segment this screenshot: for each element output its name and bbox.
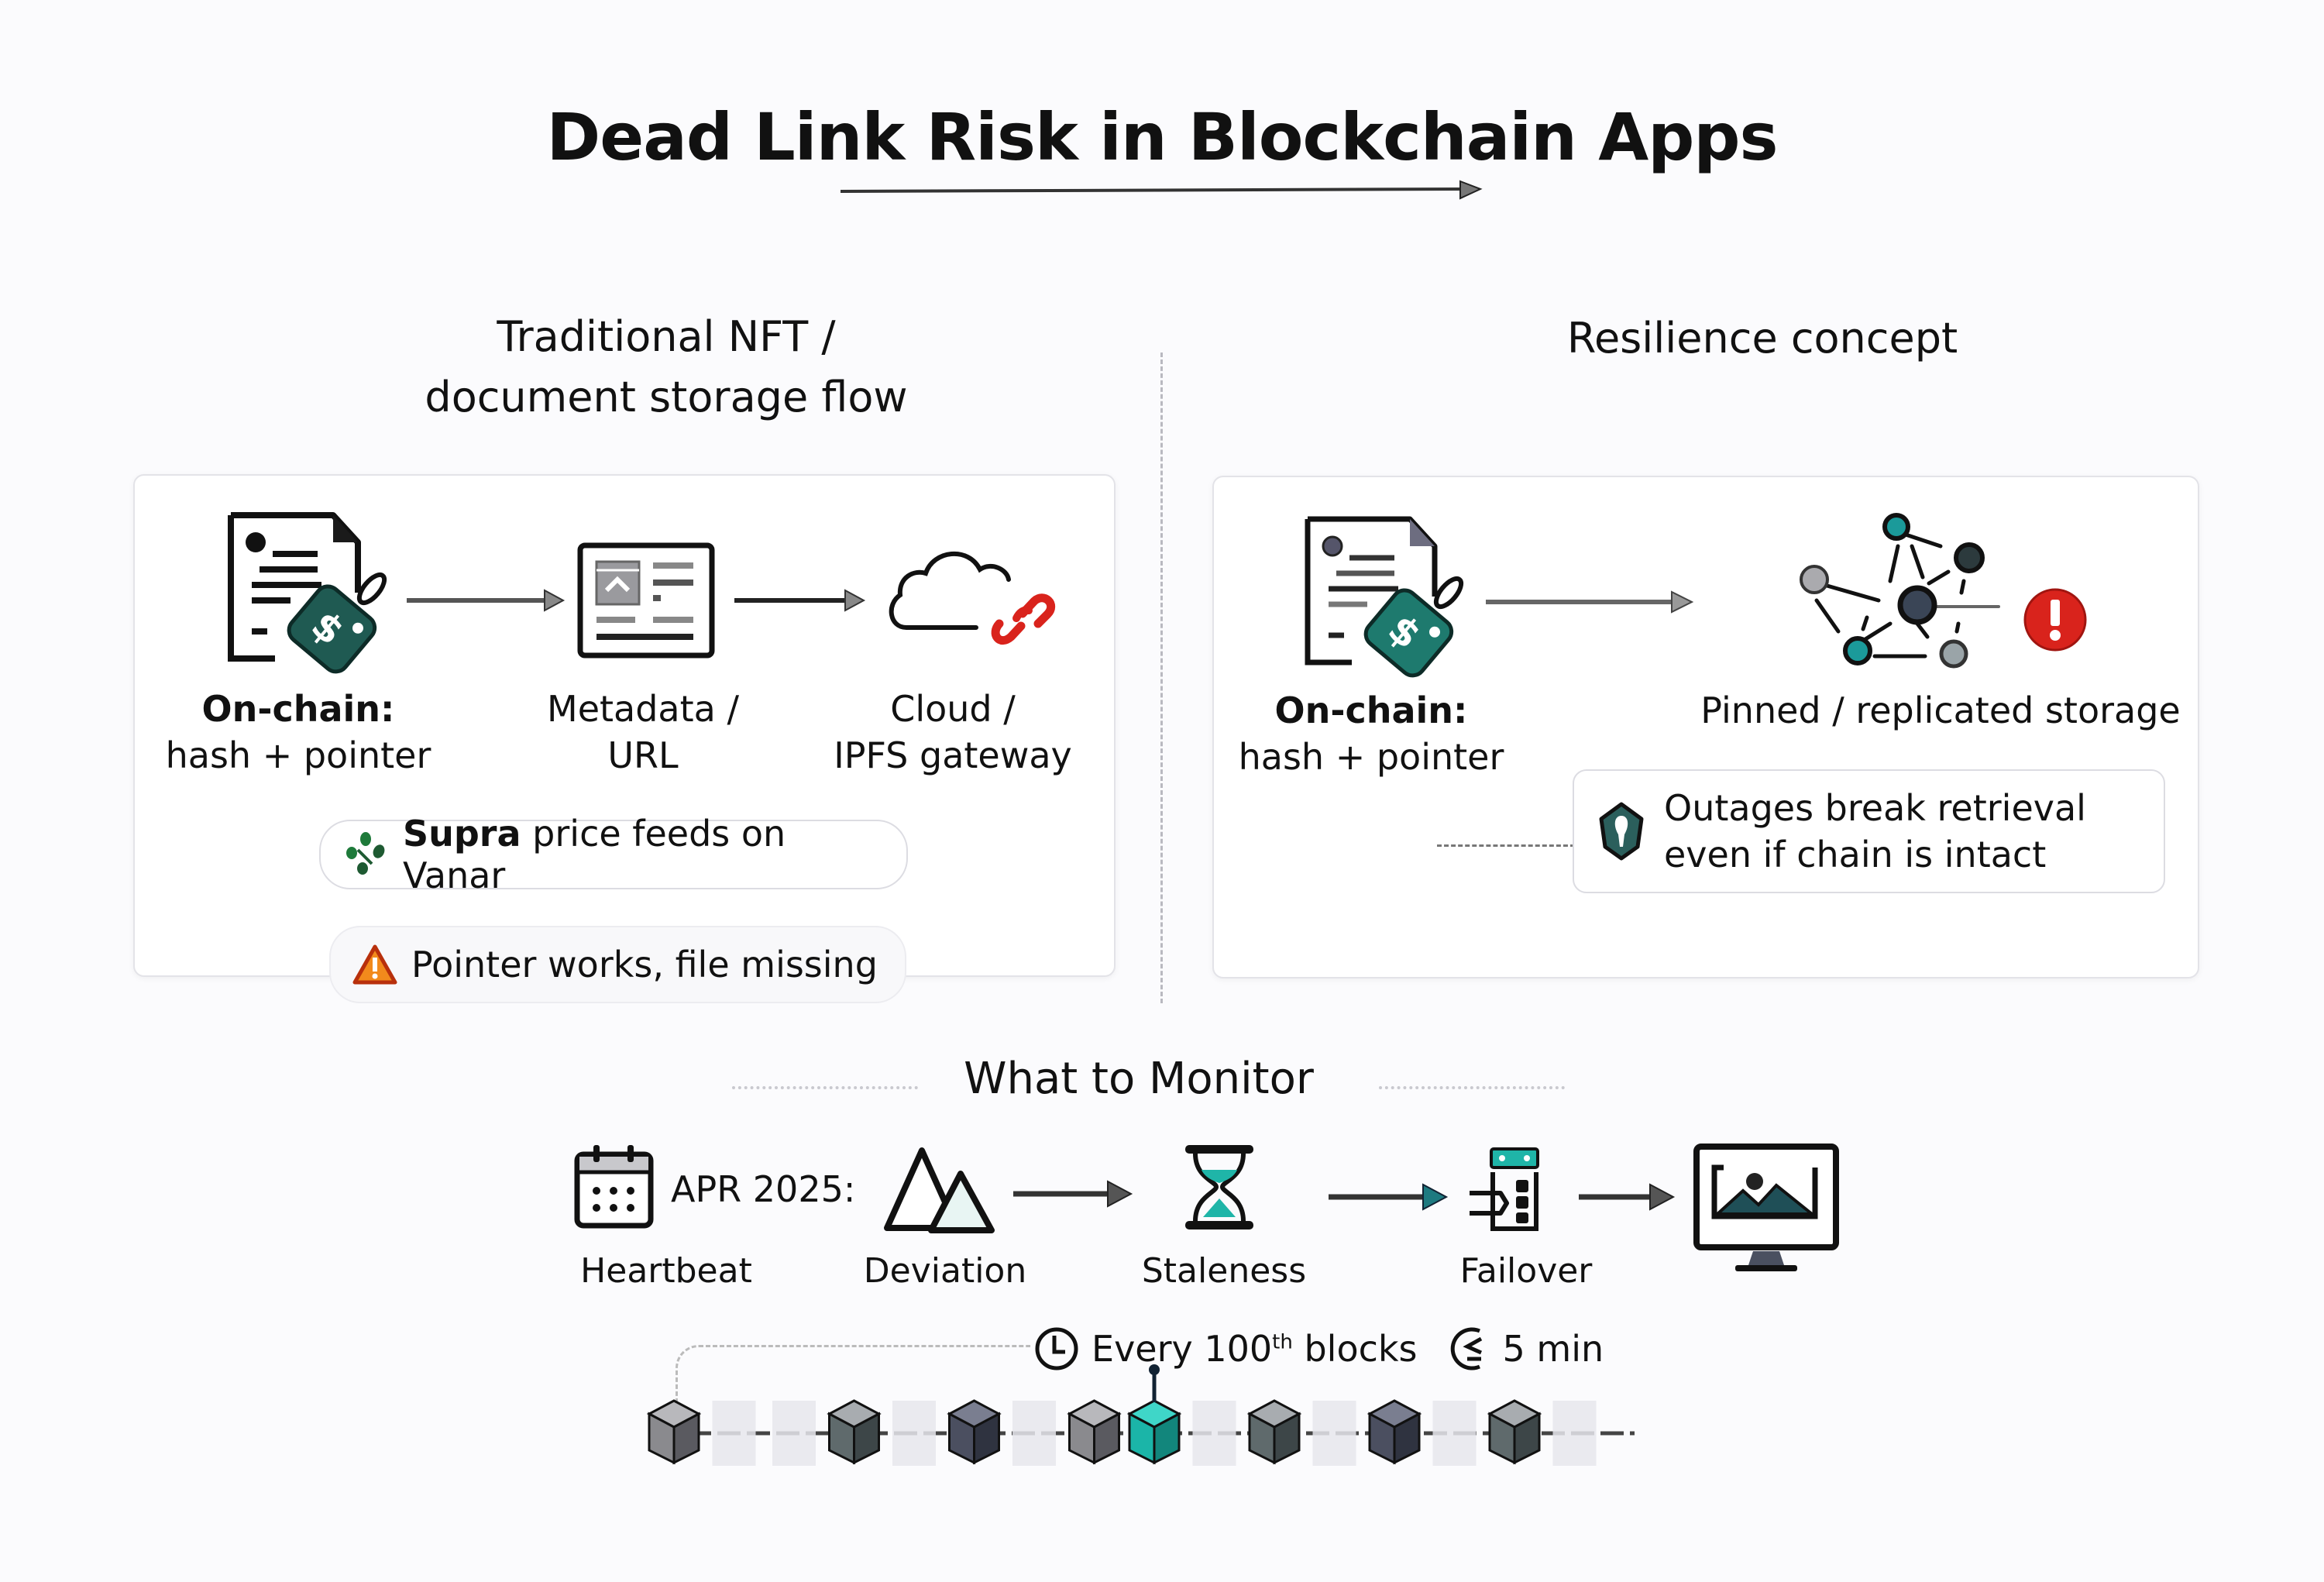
pinned-storage-label: Pinned / replicated storage: [1700, 690, 2181, 731]
placeholder-block: [1012, 1401, 1056, 1466]
chain-note-prefix: Every 100: [1092, 1328, 1273, 1370]
step-cloud-label: Cloud / IPFS gateway: [813, 686, 1092, 779]
chain-block: [1367, 1399, 1422, 1465]
supra-pill-text: Supra price feeds on Vanar: [403, 813, 885, 896]
outage-line1: Outages break retrieval: [1664, 787, 2086, 829]
resilience-onchain-label: On-chain: hash + pointer: [1224, 687, 1518, 780]
chain-note: Every 100th blocks 5 min: [1034, 1325, 1604, 1373]
chain-note-suffix: blocks: [1304, 1328, 1418, 1370]
less-equal-circle-icon: [1450, 1327, 1482, 1370]
deviation-label: Deviation: [863, 1251, 1027, 1291]
hourglass-icon: [1185, 1145, 1253, 1229]
warning-pill-text: Pointer works, file missing: [411, 944, 878, 985]
outage-callout: Outages break retrieval even if chain is…: [1573, 769, 2165, 893]
placeholder-block: [1312, 1401, 1356, 1466]
step-metadata-subtitle: URL: [607, 734, 679, 776]
calendar-icon: [574, 1145, 654, 1229]
step-onchain-label: On-chain: hash + pointer: [151, 686, 445, 779]
resilience-onchain-subtitle: hash + pointer: [1238, 736, 1504, 778]
chain-note-connector: [676, 1345, 1030, 1425]
failover-label: Failover: [1459, 1251, 1593, 1291]
flow-arrow: [1329, 1183, 1449, 1211]
supra-brand: Supra: [403, 813, 521, 855]
flow-arrow: [734, 589, 866, 612]
step-onchain-subtitle: hash + pointer: [165, 734, 431, 776]
left-section-heading: Traditional NFT / document storage flow: [349, 307, 984, 428]
heartbeat-label: Heartbeat: [580, 1251, 752, 1291]
date-label: APR 2025:: [671, 1168, 856, 1210]
chain-note-text: Every 100th blocks: [1092, 1328, 1418, 1370]
step-cloud-title: Cloud /: [890, 688, 1016, 730]
warning-pill: Pointer works, file missing: [329, 926, 906, 1003]
page-title: Dead Link Risk in Blockchain Apps: [546, 99, 1779, 175]
step-cloud-subtitle: IPFS gateway: [834, 734, 1072, 776]
left-heading-line2: document storage flow: [425, 373, 908, 421]
chain-block: [646, 1399, 702, 1465]
right-section-heading: Resilience concept: [1566, 314, 1958, 363]
flow-arrow: [407, 589, 566, 612]
triangles-icon: [884, 1147, 995, 1233]
flow-arrow: [1579, 1183, 1676, 1211]
callout-connector: [1437, 844, 1575, 847]
chain-block: [1067, 1399, 1122, 1465]
left-heading-line1: Traditional NFT /: [497, 312, 836, 361]
cloud-broken-link-icon: [889, 551, 1056, 645]
placeholder-block: [1552, 1401, 1597, 1466]
interval-text: 5 min: [1502, 1328, 1604, 1370]
step-metadata-label: Metadata / URL: [511, 686, 775, 779]
chain-block: [1487, 1399, 1542, 1465]
staleness-label: Staleness: [1141, 1251, 1307, 1291]
clock-icon: [1035, 1327, 1078, 1370]
section-divider: [1160, 353, 1163, 1003]
placeholder-block: [1192, 1401, 1236, 1466]
document-price-tag-icon: $: [228, 512, 387, 674]
document-price-tag-icon: $: [1305, 516, 1464, 678]
heading-rule-right: [1379, 1086, 1565, 1089]
warning-icon: [352, 944, 397, 985]
outage-callout-text: Outages break retrieval even if chain is…: [1664, 785, 2086, 878]
metadata-card-icon: [577, 542, 715, 659]
chain-block: [947, 1399, 1002, 1465]
supra-logo-icon: [346, 832, 385, 875]
placeholder-block: [892, 1401, 936, 1466]
monitor-image-icon: [1693, 1144, 1839, 1271]
step-onchain-title: On-chain:: [201, 688, 395, 730]
title-underline-arrow: [840, 180, 1483, 200]
supra-pill-rest: price feeds on Vanar: [403, 813, 786, 896]
flow-arrow: [1013, 1180, 1133, 1208]
failover-server-icon: [1470, 1147, 1539, 1231]
heading-rule-left: [732, 1086, 918, 1089]
placeholder-block: [1432, 1401, 1477, 1466]
flow-arrow: [1486, 590, 1694, 614]
step-metadata-title: Metadata /: [547, 688, 739, 730]
shield-icon: [1599, 802, 1644, 861]
placeholder-block: [772, 1401, 816, 1466]
network-nodes-alert-icon: [1800, 513, 2087, 669]
monitor-heading: What to Monitor: [964, 1054, 1314, 1104]
chain-block: [1246, 1399, 1302, 1465]
supra-pill: Supra price feeds on Vanar: [319, 813, 908, 896]
highlighted-block: [1126, 1364, 1182, 1465]
chain-block: [827, 1399, 882, 1465]
chain-note-sup: th: [1272, 1330, 1293, 1354]
block-chain-row: [646, 1364, 1635, 1466]
resilience-onchain-title: On-chain:: [1274, 690, 1468, 731]
placeholder-block: [712, 1401, 756, 1466]
outage-line2: even if chain is intact: [1664, 834, 2047, 875]
